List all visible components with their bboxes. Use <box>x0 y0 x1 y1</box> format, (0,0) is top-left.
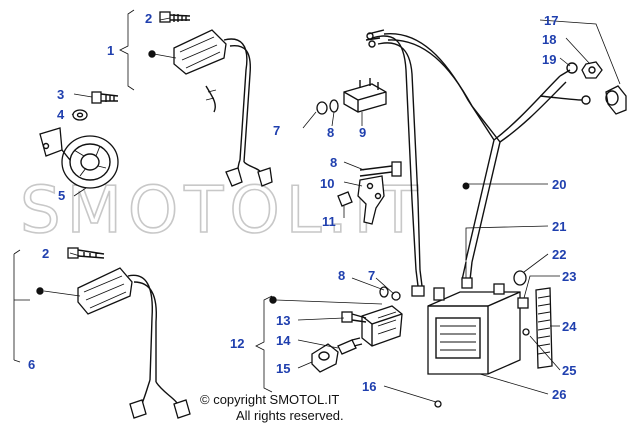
leader-15 <box>297 361 313 369</box>
leader-12 <box>275 299 383 305</box>
leader-7a <box>302 111 317 129</box>
leader-3 <box>73 93 93 98</box>
leader-8b <box>343 161 365 171</box>
leader-14 <box>297 339 339 349</box>
pointer-dot-6 <box>36 287 44 295</box>
screw-3 <box>91 91 119 104</box>
label-7-upper: 7 <box>273 123 280 138</box>
breather-16 <box>434 400 442 408</box>
horn-5 <box>39 127 119 189</box>
washer-8-upper <box>329 99 339 113</box>
label-18: 18 <box>542 32 556 47</box>
cap-22 <box>513 270 527 286</box>
copyright-line-2: All rights reserved. <box>236 408 344 423</box>
screw-lower <box>67 247 105 259</box>
leader-1 <box>153 53 177 59</box>
pointer-dot-20 <box>462 182 470 190</box>
leader-18 <box>565 37 591 65</box>
label-15: 15 <box>276 361 290 376</box>
washer-8-lower <box>379 286 389 298</box>
label-10: 10 <box>320 176 334 191</box>
leader-13 <box>297 317 345 321</box>
label-12: 12 <box>230 336 244 351</box>
leader-10 <box>343 181 363 187</box>
bracket-6 <box>13 249 30 363</box>
label-13: 13 <box>276 313 290 328</box>
label-6: 6 <box>28 357 35 372</box>
leader-4 <box>71 113 74 116</box>
leader-8c <box>351 277 385 291</box>
leader-23 <box>523 275 560 299</box>
leader-22 <box>523 253 549 273</box>
fuse-14 <box>337 337 363 355</box>
leader-26 <box>479 373 549 395</box>
label-14: 14 <box>276 333 291 348</box>
label-2-lower: 2 <box>42 246 49 261</box>
label-26: 26 <box>552 387 566 402</box>
label-11: 11 <box>322 214 336 229</box>
bracket-12 <box>255 295 273 393</box>
fuse-holder-15 <box>311 343 339 373</box>
handlebar-switch-upper <box>173 29 273 187</box>
bracket-10 <box>357 175 385 225</box>
pointer-dot-12 <box>269 296 277 304</box>
grommet-7-upper <box>316 101 328 115</box>
label-17: 17 <box>544 13 558 28</box>
nut-18 <box>581 61 603 79</box>
wiring-harness-20 <box>365 29 591 297</box>
clip-11 <box>337 191 353 207</box>
label-23: 23 <box>562 269 576 284</box>
leader-7b <box>375 277 395 295</box>
leader-8a <box>331 111 335 127</box>
label-7-lower: 7 <box>368 268 375 283</box>
label-22: 22 <box>552 247 566 262</box>
bolt-13 <box>341 311 367 323</box>
leader-21 <box>465 225 549 278</box>
copyright-line-1: © copyright SMOTOL.IT <box>200 392 339 407</box>
terminal-17 <box>605 85 627 115</box>
bracket-1 <box>119 9 135 91</box>
label-8-lower: 8 <box>338 268 345 283</box>
leader-19 <box>559 57 571 67</box>
label-16: 16 <box>362 379 376 394</box>
label-9: 9 <box>359 125 366 140</box>
label-5: 5 <box>58 188 65 203</box>
leader-17 <box>539 19 621 85</box>
label-4: 4 <box>57 107 65 122</box>
leader-16 <box>383 385 437 403</box>
leader-5 <box>73 187 87 197</box>
label-8-middle: 8 <box>330 155 337 170</box>
battery-26 <box>427 283 521 375</box>
handlebar-switch-lower <box>77 267 191 419</box>
screw-25 <box>522 328 530 336</box>
battery-strap-24 <box>535 287 553 369</box>
relay-9 <box>343 78 387 113</box>
label-25: 25 <box>562 363 576 378</box>
label-24: 24 <box>562 319 577 334</box>
label-8-upper: 8 <box>327 125 334 140</box>
label-2-upper: 2 <box>145 11 152 26</box>
washer-4 <box>72 109 88 121</box>
leader-25 <box>529 335 561 371</box>
label-20: 20 <box>552 177 566 192</box>
leader-2a <box>159 17 171 21</box>
leader-2b <box>69 252 81 257</box>
label-21: 21 <box>552 219 566 234</box>
label-19: 19 <box>542 52 556 67</box>
cap-23 <box>517 297 529 309</box>
bolt-8-middle <box>359 161 402 177</box>
rectifier-12 <box>361 305 403 347</box>
label-1: 1 <box>107 43 114 58</box>
screw-upper <box>159 11 191 23</box>
leader-6 <box>43 290 81 297</box>
label-3: 3 <box>57 87 64 102</box>
